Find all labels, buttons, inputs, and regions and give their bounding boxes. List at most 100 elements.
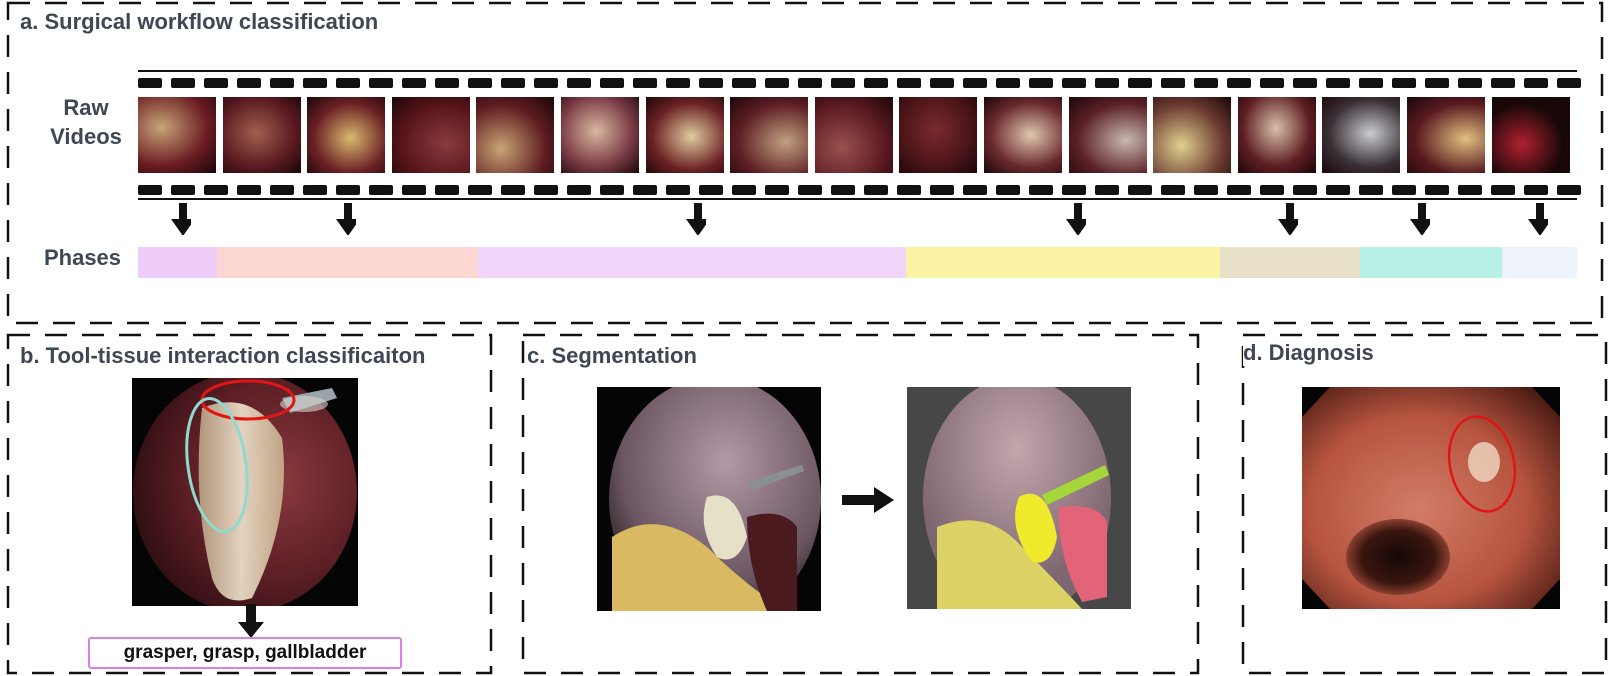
film-perforation <box>1293 78 1317 88</box>
film-perforation <box>1095 185 1119 195</box>
film-perforation <box>270 78 294 88</box>
film-perforation <box>204 78 228 88</box>
film-perforation <box>1524 78 1548 88</box>
phase-segment <box>217 247 478 278</box>
video-frame <box>391 97 470 173</box>
film-perforation <box>1326 185 1350 195</box>
film-perforation <box>138 78 162 88</box>
phase-segment <box>477 247 907 278</box>
film-perforation <box>963 185 987 195</box>
segmentation-output-image <box>907 387 1131 609</box>
video-frame <box>1153 97 1232 173</box>
down-arrow <box>686 203 706 235</box>
film-perforation <box>501 185 525 195</box>
film-perforation <box>1128 185 1152 195</box>
film-perforation <box>171 78 195 88</box>
film-perforation <box>1161 185 1185 195</box>
film-perforation <box>831 185 855 195</box>
film-perforation <box>1062 185 1086 195</box>
film-perforation <box>534 185 558 195</box>
down-arrow <box>336 203 356 235</box>
surgical-image-gallbladder <box>132 378 358 606</box>
film-perforation <box>138 185 162 195</box>
raw-videos-label-line1: Raw <box>63 95 109 120</box>
phase-segment <box>1502 247 1577 278</box>
phase-bar <box>138 0 1577 300</box>
panel-b-title: b. Tool-tissue interaction classificaito… <box>20 343 430 369</box>
video-frame <box>476 97 555 173</box>
film-perforation <box>567 185 591 195</box>
film-perforation <box>1557 185 1581 195</box>
film-perforation <box>1524 185 1548 195</box>
film-perforation <box>897 78 921 88</box>
film-perforation <box>435 185 459 195</box>
film-perforation <box>765 185 789 195</box>
film-perforation <box>1491 78 1515 88</box>
raw-videos-label-line2: Videos <box>50 124 122 149</box>
film-perforation <box>1194 185 1218 195</box>
panel-d-title: d. Diagnosis <box>1243 340 1378 366</box>
panel-b-tool-tissue: b. Tool-tissue interaction classificaito… <box>0 330 500 676</box>
film-perforation <box>501 78 525 88</box>
film-perforation <box>666 185 690 195</box>
film-perforation <box>633 185 657 195</box>
film-perforation <box>237 185 261 195</box>
film-perforation <box>897 185 921 195</box>
film-perforation <box>1359 185 1383 195</box>
video-frame <box>307 97 386 173</box>
film-perforation <box>435 78 459 88</box>
film-perforation <box>798 78 822 88</box>
film-perforation <box>732 185 756 195</box>
down-arrow <box>1066 203 1086 235</box>
panel-c-title: c. Segmentation <box>527 343 701 369</box>
down-arrow <box>1278 203 1298 235</box>
film-perforation <box>1458 78 1482 88</box>
film-perforation <box>765 78 789 88</box>
lesion-circle <box>1447 415 1517 513</box>
tissue-ellipse <box>185 397 249 533</box>
right-arrow-c <box>842 487 894 513</box>
film-perforation <box>1128 78 1152 88</box>
film-perforation <box>1392 78 1416 88</box>
film-perforation <box>1392 185 1416 195</box>
film-perforation <box>303 78 327 88</box>
film-perforation <box>600 185 624 195</box>
video-frame <box>645 97 724 173</box>
segmentation-input-image <box>597 387 821 611</box>
film-perforation <box>996 185 1020 195</box>
film-strip <box>138 70 1581 200</box>
film-perforation <box>666 78 690 88</box>
film-perforation <box>303 185 327 195</box>
film-perforation <box>468 185 492 195</box>
film-perforation <box>1095 78 1119 88</box>
video-frame <box>561 97 639 173</box>
video-frame <box>984 97 1062 173</box>
video-frame <box>138 97 216 173</box>
video-frame <box>222 97 301 173</box>
video-frame <box>1237 97 1316 173</box>
film-perforation <box>1161 78 1185 88</box>
film-perforation <box>567 78 591 88</box>
panel-c-border <box>521 333 1200 675</box>
video-frame <box>1491 97 1570 173</box>
phase-segment <box>138 247 218 278</box>
film-perforation <box>336 78 360 88</box>
video-frame <box>1068 97 1147 173</box>
film-perforation <box>732 78 756 88</box>
phase-segment <box>1359 247 1503 278</box>
panel-b-border <box>6 333 493 675</box>
film-perforation <box>1029 78 1053 88</box>
film-perforation <box>600 78 624 88</box>
film-perforation <box>1194 78 1218 88</box>
interaction-caption: grasper, grasp, gallbladder <box>88 637 402 669</box>
film-perforation <box>468 78 492 88</box>
phase-segment <box>906 247 1221 278</box>
panel-d-diagnosis: d. Diagnosis <box>1235 330 1611 676</box>
panel-a-border <box>6 1 1604 325</box>
film-perforation <box>402 78 426 88</box>
down-arrow-b <box>238 604 264 638</box>
video-frame <box>1322 97 1401 173</box>
film-perforation <box>369 78 393 88</box>
film-perforation <box>1227 78 1251 88</box>
film-perforation <box>336 185 360 195</box>
